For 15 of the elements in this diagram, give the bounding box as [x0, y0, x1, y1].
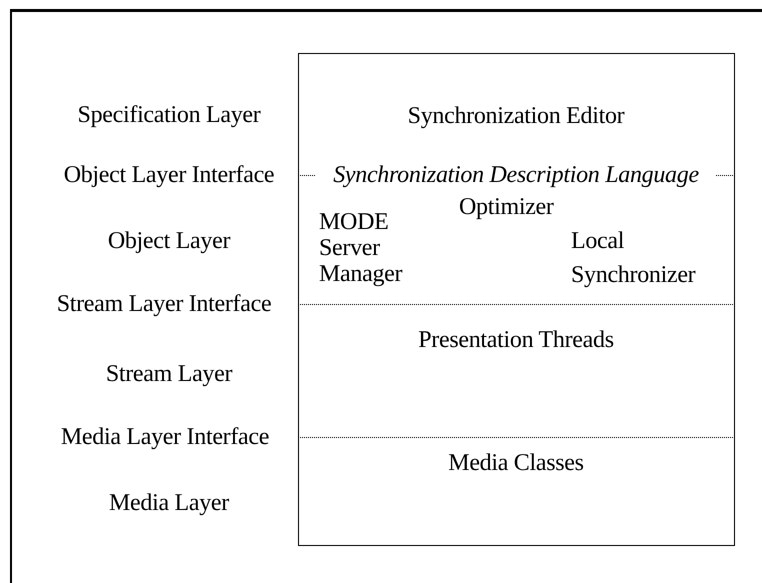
layer-label: Stream Layer	[106, 361, 232, 387]
layer-component-label: Media Classes	[447, 450, 585, 476]
layer-label: Object Layer Interface	[64, 162, 274, 188]
layer-label: Stream Layer Interface	[56, 291, 272, 317]
layer-label: Object Layer	[108, 228, 230, 254]
layer-component-label: Synchronization Editor	[406, 103, 626, 129]
layer-label: Media Layer	[109, 490, 229, 516]
layer-label: Media Layer Interface	[60, 424, 270, 450]
layer-component-label: Presentation Threads	[417, 326, 615, 355]
layer-component-label: Optimizer	[459, 194, 555, 220]
layer-stack-box	[298, 53, 735, 546]
interface-label: Synchronization Description Language	[333, 162, 699, 188]
layer-label: Specification Layer	[78, 102, 260, 128]
layer-component-label: Local Synchronizer	[571, 227, 696, 290]
layer-component-label: MODE Server Manager	[319, 209, 404, 287]
